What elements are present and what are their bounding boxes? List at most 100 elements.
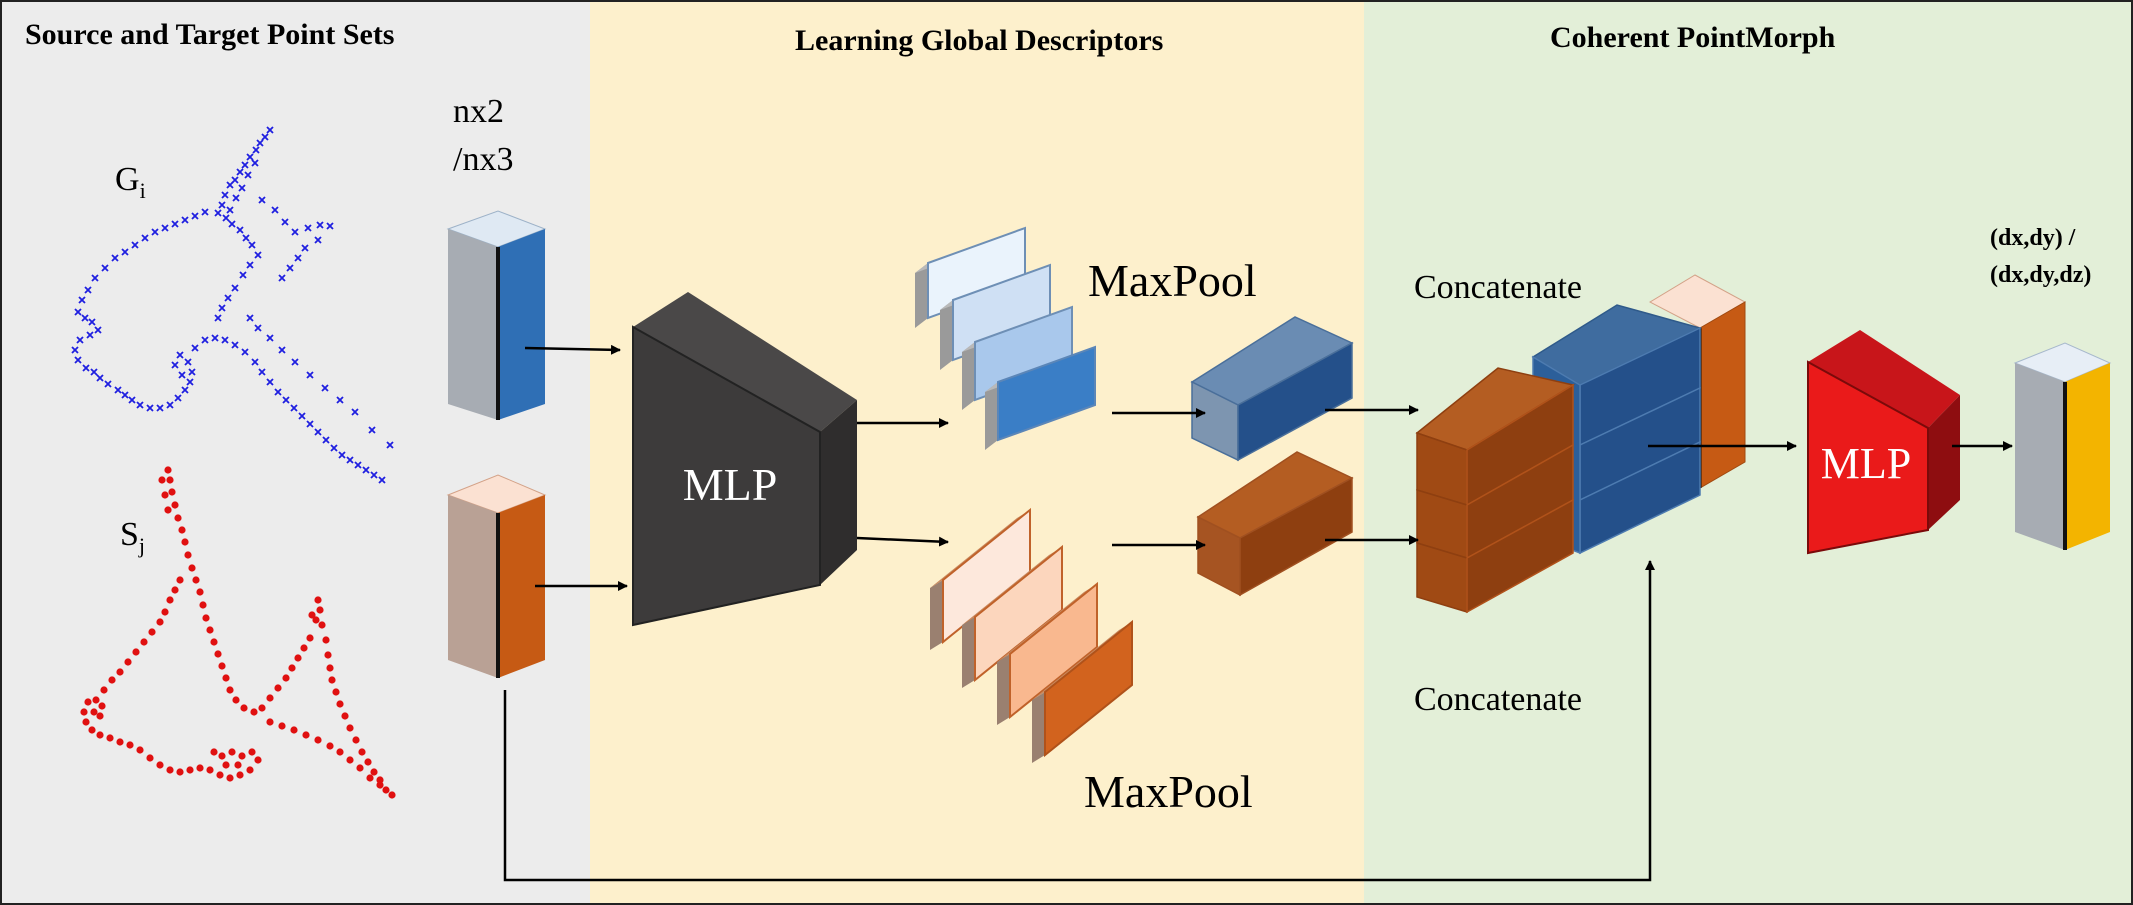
target-point bbox=[218, 752, 226, 760]
target-point bbox=[306, 634, 314, 642]
target-point bbox=[156, 618, 164, 626]
mlp-left-label: MLP bbox=[683, 459, 778, 510]
target-point bbox=[358, 748, 366, 756]
maxpool-label-bottom: MaxPool bbox=[1084, 766, 1253, 817]
target-point bbox=[206, 626, 214, 634]
source-point bbox=[166, 401, 174, 409]
target-point bbox=[124, 658, 132, 666]
target-point bbox=[192, 576, 200, 584]
target-point bbox=[186, 766, 194, 774]
target-point bbox=[108, 676, 116, 684]
source-point bbox=[362, 466, 370, 474]
target-point bbox=[88, 726, 96, 734]
source-point bbox=[254, 324, 262, 332]
source-point bbox=[161, 224, 169, 232]
source-point bbox=[248, 241, 256, 249]
source-point bbox=[81, 314, 89, 322]
source-point bbox=[121, 248, 129, 256]
source-point bbox=[241, 161, 249, 169]
target-point bbox=[178, 526, 186, 534]
concatenate-label-bottom: Concatenate bbox=[1414, 681, 1582, 718]
target-point bbox=[214, 650, 222, 658]
source-point bbox=[184, 358, 192, 366]
arrow-input-source-to-mlp bbox=[524, 344, 621, 355]
target-point bbox=[238, 752, 246, 760]
source-point bbox=[104, 380, 112, 388]
target-point bbox=[164, 466, 172, 474]
source-point bbox=[141, 234, 149, 242]
source-point bbox=[221, 336, 229, 344]
source-point bbox=[181, 386, 189, 394]
target-point bbox=[168, 488, 176, 496]
source-point bbox=[121, 391, 129, 399]
target-point bbox=[324, 651, 332, 659]
s-label-base: S bbox=[120, 516, 139, 553]
source-point bbox=[254, 251, 262, 259]
target-point bbox=[171, 501, 179, 509]
target-point bbox=[92, 696, 100, 704]
target-point bbox=[176, 576, 184, 584]
source-point bbox=[244, 171, 252, 179]
source-point bbox=[228, 220, 236, 228]
source-point bbox=[266, 334, 274, 342]
source-point bbox=[78, 296, 86, 304]
target-point bbox=[199, 601, 207, 609]
g-label: Gi bbox=[115, 161, 146, 203]
source-point bbox=[346, 456, 354, 464]
target-point bbox=[366, 774, 374, 782]
target-point bbox=[278, 722, 286, 730]
target-point bbox=[166, 596, 174, 604]
target-point bbox=[356, 764, 364, 772]
source-point bbox=[246, 261, 254, 269]
source-point bbox=[188, 368, 196, 376]
target-point bbox=[188, 564, 196, 572]
source-point bbox=[214, 209, 222, 217]
target-point bbox=[318, 621, 326, 629]
source-point bbox=[258, 196, 266, 204]
target-point bbox=[352, 736, 360, 744]
source-point bbox=[76, 336, 84, 344]
source-point bbox=[111, 254, 119, 262]
section-title-learning: Learning Global Descriptors bbox=[795, 24, 1163, 57]
source-point bbox=[370, 471, 378, 479]
target-point bbox=[206, 766, 214, 774]
s-label: Sj bbox=[120, 516, 145, 558]
source-point bbox=[214, 314, 222, 322]
source-point bbox=[178, 371, 186, 379]
source-point bbox=[252, 146, 260, 154]
source-point bbox=[151, 228, 159, 236]
source-point-cloud-g bbox=[71, 126, 394, 484]
target-point bbox=[346, 724, 354, 732]
target-point bbox=[336, 700, 344, 708]
input-dim-label-line1: nx2 bbox=[453, 93, 504, 130]
source-point bbox=[201, 336, 209, 344]
target-point bbox=[326, 742, 334, 750]
source-point bbox=[246, 153, 254, 161]
source-point bbox=[191, 212, 199, 220]
target-point bbox=[254, 756, 262, 764]
source-point bbox=[94, 326, 102, 334]
target-point bbox=[132, 648, 140, 656]
target-point bbox=[96, 712, 104, 720]
source-point bbox=[96, 374, 104, 382]
target-point bbox=[222, 761, 230, 769]
target-point bbox=[316, 606, 324, 614]
target-point bbox=[240, 704, 248, 712]
source-point bbox=[232, 194, 240, 202]
section-source-bg bbox=[0, 0, 590, 905]
target-point bbox=[336, 748, 344, 756]
global-descriptor-source bbox=[1190, 316, 1354, 462]
source-point bbox=[236, 168, 244, 176]
source-point bbox=[88, 318, 96, 326]
target-point bbox=[210, 638, 218, 646]
source-point bbox=[84, 286, 92, 294]
output-block bbox=[2013, 342, 2112, 550]
target-point bbox=[258, 704, 266, 712]
target-point bbox=[294, 654, 302, 662]
target-point bbox=[196, 588, 204, 596]
target-point bbox=[388, 791, 396, 799]
target-point bbox=[328, 676, 336, 684]
target-point bbox=[376, 781, 384, 789]
source-point bbox=[291, 228, 299, 236]
target-point bbox=[90, 708, 98, 716]
